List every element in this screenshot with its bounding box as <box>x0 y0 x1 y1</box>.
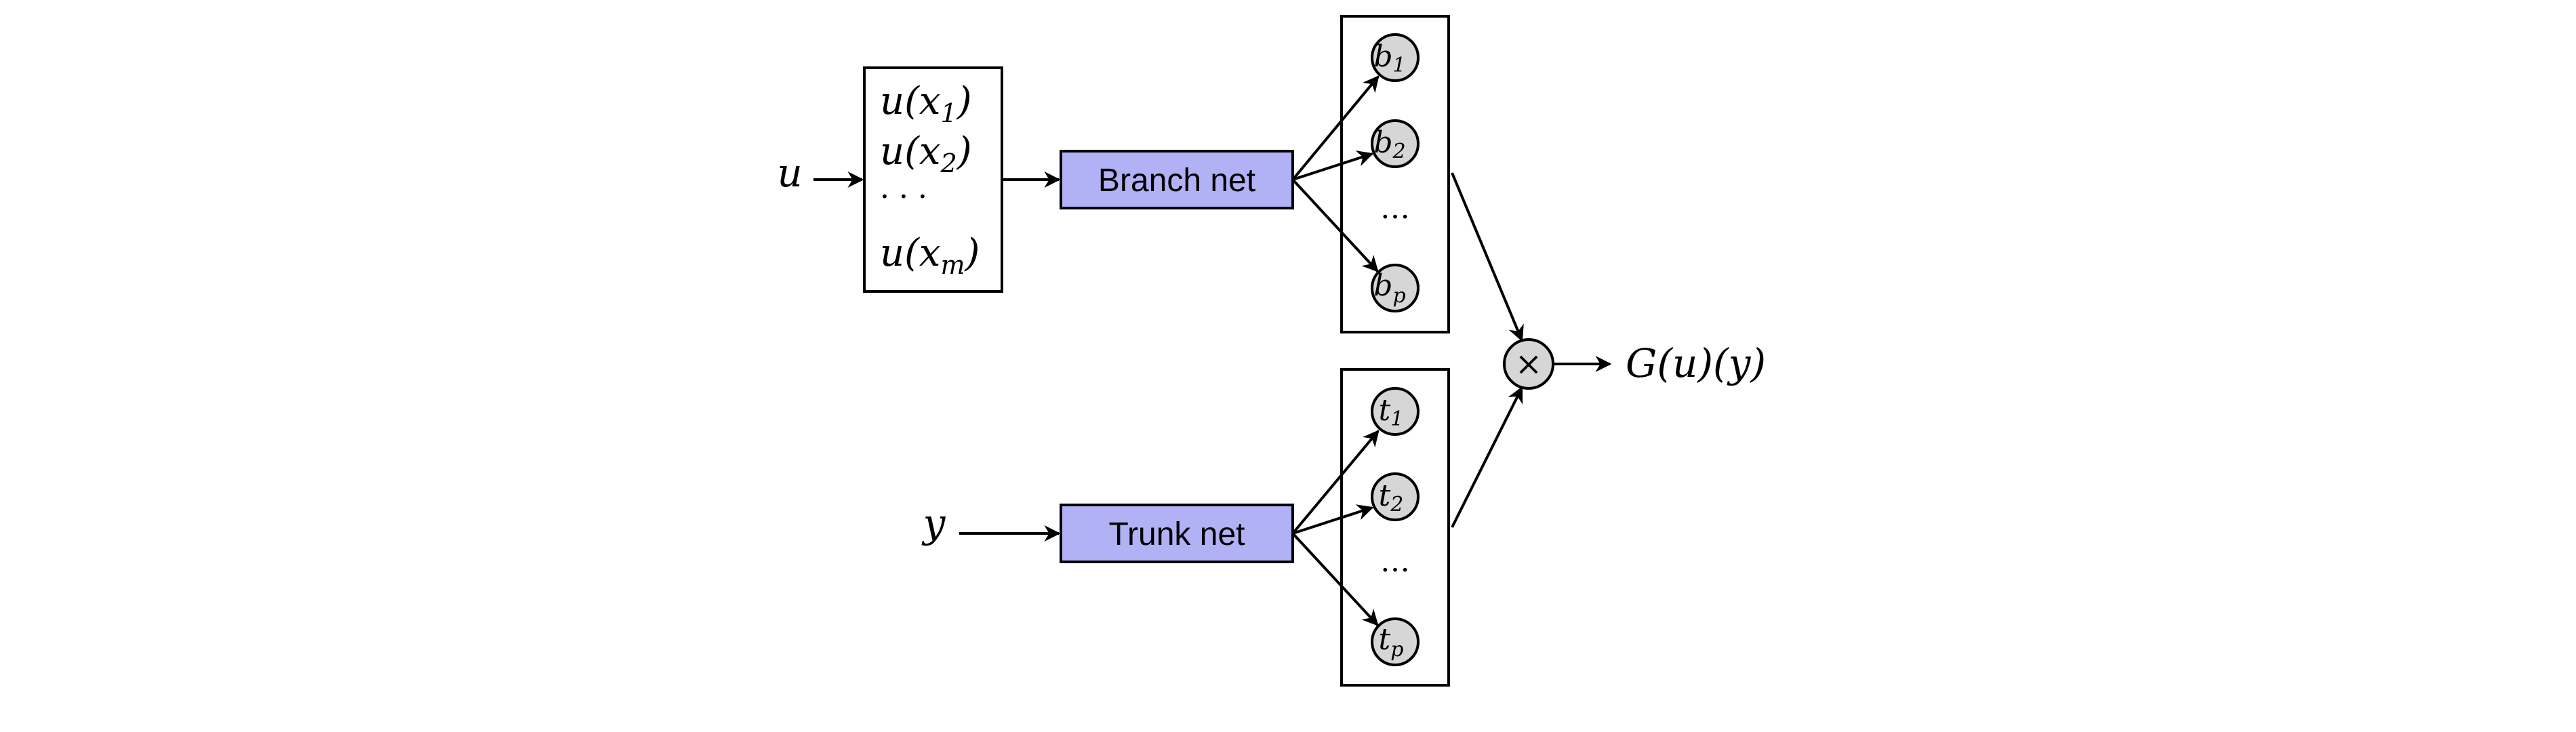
arrow-trunk-to-product <box>1451 386 1523 528</box>
times-icon: × <box>1515 345 1542 383</box>
branch-net-label: Branch net <box>1098 163 1255 199</box>
svg-text:u(x2): u(x2) <box>880 129 972 178</box>
input-y-label: y <box>921 500 946 546</box>
trunk-output-tp: tp <box>1371 617 1420 666</box>
svg-text:b2: b2 <box>1373 125 1405 163</box>
trunk-output-t1: t1 <box>1371 387 1420 436</box>
sensor-value-xm: u(xm) <box>880 231 980 280</box>
input-u-label: u <box>777 150 802 196</box>
branch-output-b2: b2 <box>1371 119 1420 168</box>
svg-text:u(x1): u(x1) <box>880 79 972 128</box>
trunk-net-box <box>1060 504 1294 563</box>
svg-text:u(xm): u(xm) <box>880 231 980 280</box>
output-label: G(u)(y) <box>1626 340 1766 386</box>
sensor-value-x1: u(x1) <box>880 79 972 128</box>
arrow-branch-to-product <box>1451 172 1524 342</box>
trunk-output-t2: t2 <box>1371 472 1420 521</box>
arrow-trunk-to-tp <box>1291 532 1379 626</box>
branch-output-bp: bp <box>1371 264 1420 312</box>
arrow-branch-to-b2 <box>1292 150 1374 181</box>
arrow-trunk-to-t1 <box>1291 430 1380 535</box>
sensor-ellipsis: · · · <box>880 180 927 214</box>
trunk-net-label: Trunk net <box>1109 516 1245 552</box>
branch-output-ellipsis: … <box>1380 191 1410 226</box>
svg-text:bp: bp <box>1373 268 1405 308</box>
branch-output-b1: b1 <box>1371 33 1420 82</box>
product-node: × <box>1503 338 1554 390</box>
arrow-branch-to-bp <box>1291 178 1379 272</box>
svg-text:b1: b1 <box>1373 39 1405 77</box>
svg-text:t2: t2 <box>1379 479 1404 516</box>
svg-text:tp: tp <box>1379 622 1404 662</box>
svg-text:t1: t1 <box>1379 393 1404 431</box>
sensor-value-x2: u(x2) <box>880 129 972 178</box>
arrow-branch-to-b1 <box>1291 75 1380 181</box>
arrow-trunk-to-t2 <box>1292 504 1374 535</box>
trunk-output-ellipsis: … <box>1380 544 1410 579</box>
